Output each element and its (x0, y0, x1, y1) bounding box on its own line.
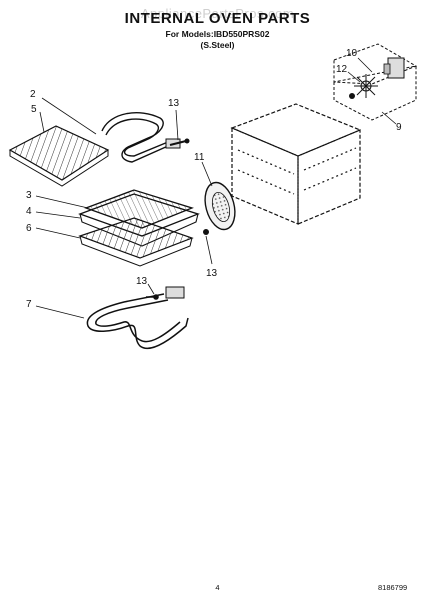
callout-13-upper: 13 (168, 98, 180, 109)
diagram-title: INTERNAL OVEN PARTS (124, 10, 311, 27)
part-6-oven-rack[interactable] (78, 217, 194, 267)
callout-12: 12 (336, 64, 348, 75)
callout-2: 2 (30, 89, 36, 100)
document-number: 8186799 (378, 583, 408, 592)
part-10-fan-motor[interactable] (383, 57, 405, 79)
callout-7: 7 (26, 299, 32, 310)
watermark: AppliancePartsPros.com (140, 6, 295, 21)
callout-3: 3 (26, 190, 32, 201)
page-number: 4 (215, 583, 220, 592)
part-9-convection-fan-assembly[interactable] (333, 43, 418, 121)
part-13-screw-bake[interactable] (146, 294, 159, 300)
finish-line: (S.Steel) (200, 40, 235, 50)
fan-nut (349, 93, 355, 99)
callout-6: 6 (26, 223, 32, 234)
part-13-screw-upper[interactable] (169, 138, 190, 146)
leader-lines (35, 57, 397, 319)
models-line: For Models:IBD550PRS02 (165, 29, 270, 39)
callout-13-baffle: 13 (206, 268, 218, 279)
part-11-fan-baffle[interactable] (200, 179, 239, 233)
callout-11: 11 (194, 152, 205, 163)
part-7-bake-element[interactable] (86, 286, 189, 349)
oven-cavity (230, 103, 362, 225)
model-info: For Models:IBD550PRS02 (S.Steel) (0, 29, 435, 51)
callout-4: 4 (26, 206, 32, 217)
callout-5: 5 (31, 104, 37, 115)
part-12-fan-blade[interactable] (354, 74, 378, 98)
callout-13-bake: 13 (136, 276, 148, 287)
part-2-broil-element[interactable] (101, 112, 181, 163)
callout-9: 9 (396, 122, 402, 133)
part-5-broiler-grid[interactable] (8, 125, 110, 187)
part-13-screw-baffle[interactable] (203, 229, 209, 235)
callout-10: 10 (346, 48, 358, 59)
